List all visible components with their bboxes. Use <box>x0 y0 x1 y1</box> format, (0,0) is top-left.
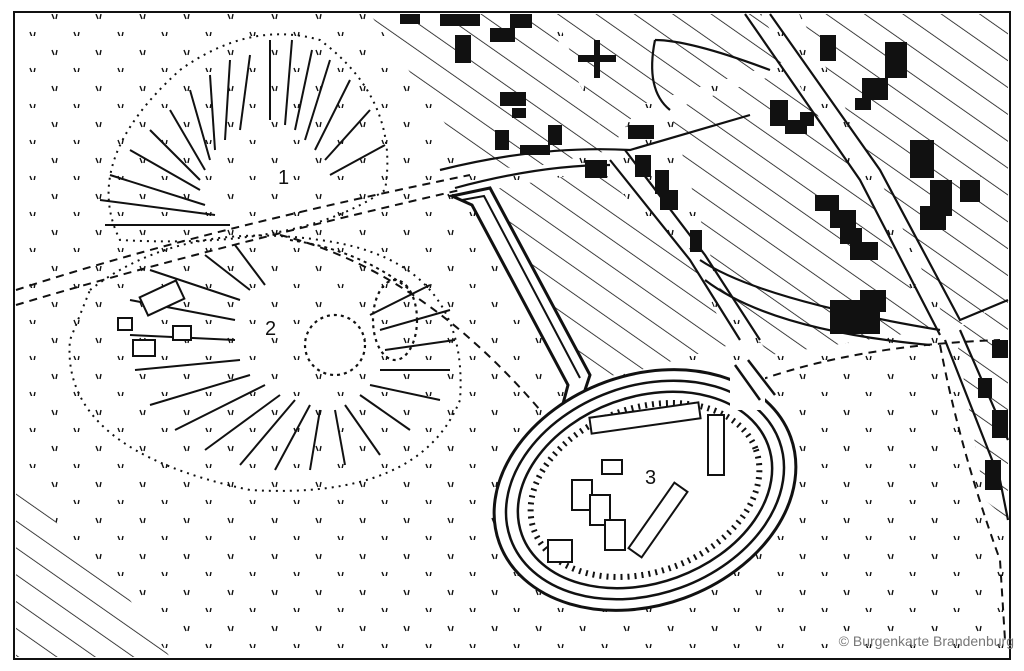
site-2-label: 2 <box>265 318 276 340</box>
mound-2-hachures <box>129 244 456 471</box>
site-1-label: 1 <box>278 167 289 189</box>
footpaths <box>15 174 1006 641</box>
ruin-structures <box>117 279 192 357</box>
castle-buildings <box>547 401 725 563</box>
site-3-label: 3 <box>645 467 656 489</box>
village-buildings <box>400 14 1008 490</box>
cross-icon <box>578 40 616 78</box>
mound-2-outline <box>68 234 462 492</box>
road-network <box>439 13 1010 521</box>
mound-2-ring <box>303 313 367 377</box>
village-area <box>370 14 1008 520</box>
copyright-notice: © Burgenkarte Brandenburg <box>838 633 1014 649</box>
mound-1-hachures <box>99 39 386 226</box>
